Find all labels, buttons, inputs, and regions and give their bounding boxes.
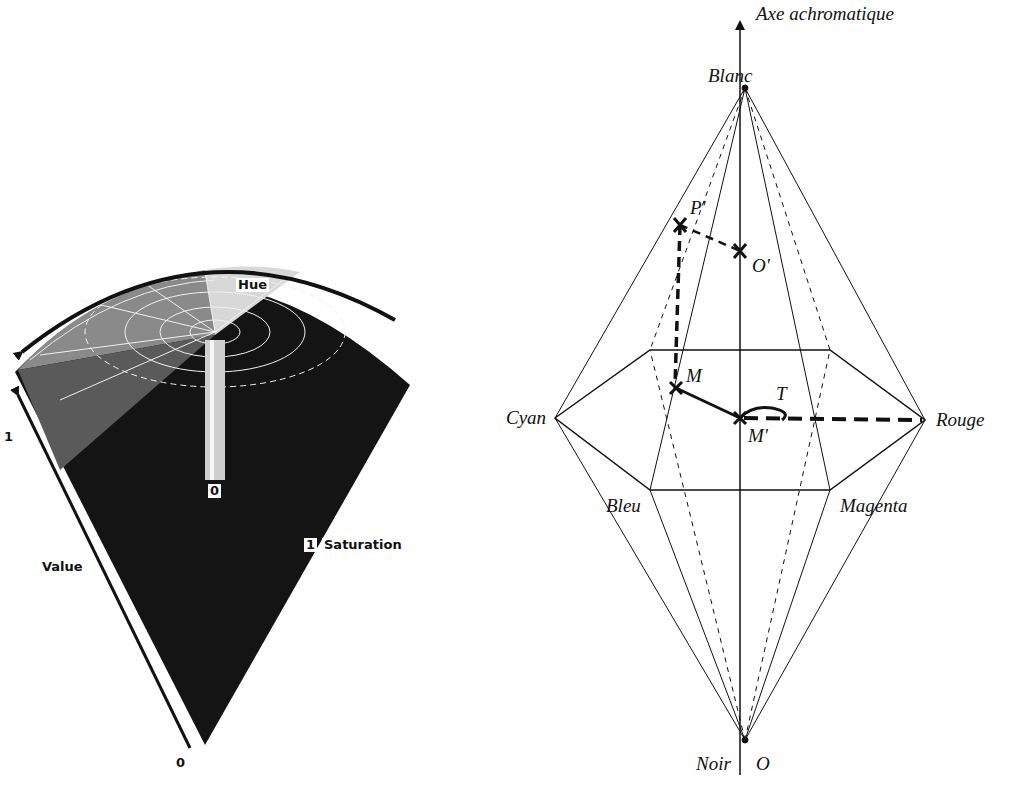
axis-label: Value <box>40 560 85 574</box>
axis-label: Hue <box>236 278 269 292</box>
vertex-label: Bleu <box>606 496 641 517</box>
scale-number: 0 <box>208 484 221 498</box>
point-label: P' <box>690 198 706 219</box>
hsv-cone <box>15 266 410 748</box>
vertex-label: Noir <box>696 754 731 775</box>
angle-label: T <box>776 384 787 405</box>
vertex-label: Blanc <box>708 66 752 87</box>
vertex-label: Rouge <box>936 410 985 431</box>
scale-number: 1 <box>4 430 13 444</box>
point-label: O' <box>752 256 770 277</box>
hsl-hexcone <box>555 22 925 775</box>
scale-number: 0 <box>176 756 185 770</box>
point-label: M <box>686 366 702 387</box>
vertex-label: Cyan <box>506 408 546 429</box>
point-label: O <box>756 754 770 775</box>
scale-number: 1 <box>304 538 317 552</box>
point-label: M' <box>748 426 768 447</box>
vertex-label: Magenta <box>840 496 908 517</box>
axis-label: Axe achromatique <box>756 4 894 25</box>
axis-label: Saturation <box>322 538 404 552</box>
